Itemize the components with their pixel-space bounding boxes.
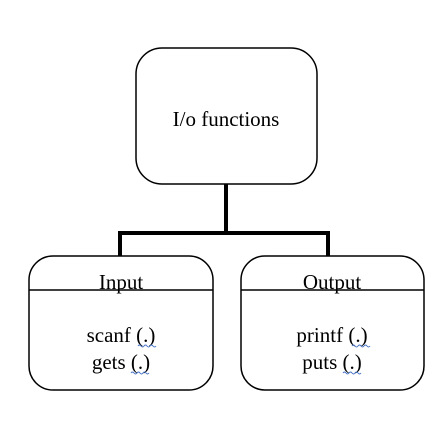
root-node-label: I/o functions: [173, 107, 280, 131]
input-item-scanf: scanf (.): [87, 323, 156, 347]
root-node: I/o functions: [135, 47, 318, 185]
input-node: Input scanf (.) gets (.): [28, 255, 214, 391]
output-item-puts: puts (.): [302, 350, 362, 374]
output-node-title: Output: [303, 270, 362, 294]
output-node: Output printf (.) puts (.): [240, 255, 425, 391]
connector-lines: [118, 184, 330, 256]
spellcheck-underline-printf: [351, 344, 371, 348]
spellcheck-underline-scanf: [137, 344, 157, 348]
spellcheck-underline-gets: [130, 371, 150, 375]
root-node-box: [135, 47, 318, 185]
spellcheck-underline-puts: [342, 371, 362, 375]
input-item-gets: gets (.): [92, 350, 150, 374]
input-node-title: Input: [99, 270, 143, 294]
output-item-printf: printf (.): [296, 323, 367, 347]
